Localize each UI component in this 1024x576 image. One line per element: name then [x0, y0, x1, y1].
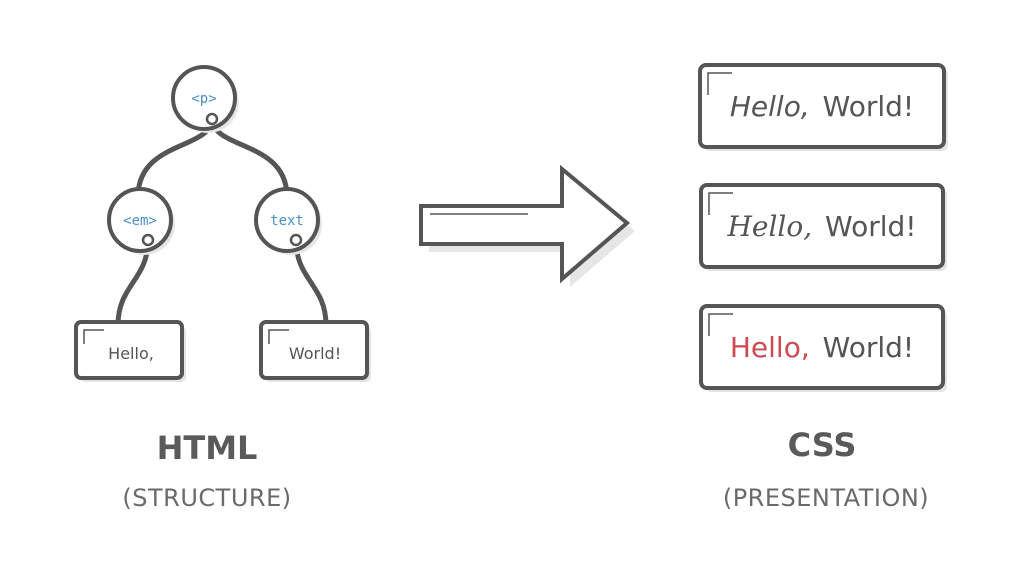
tree-node-text: text [254, 187, 322, 255]
leaf-box-world: World! [259, 320, 371, 382]
tree-node-p: <p> [171, 65, 239, 133]
leaf-text-world: World! [289, 344, 341, 363]
svg-text:Hello, World!: Hello, World! [726, 210, 916, 243]
css-script-second: World! [825, 210, 916, 243]
css-script-first: Hello, [726, 210, 812, 243]
html-title: HTML [157, 429, 258, 467]
leaf-text-hello: Hello, [108, 344, 154, 363]
right-arrow-icon [419, 164, 635, 287]
css-subtitle: (PRESENTATION) [723, 484, 929, 512]
html-subtitle: (STRUCTURE) [122, 484, 291, 512]
html-tree: <p> <em> text Hello, [74, 65, 371, 382]
port-dot [289, 233, 303, 247]
css-example-red: Hello, World! [699, 304, 947, 392]
css-example-script: Hello, World! [699, 183, 947, 271]
port-dot [141, 233, 155, 247]
node-label-em: <em> [123, 213, 157, 229]
port-dot [205, 112, 219, 126]
css-red-first: Hello, [730, 331, 810, 364]
svg-text:Hello, World!: Hello, World! [730, 90, 914, 123]
css-title: CSS [788, 426, 857, 464]
tree-node-em: <em> [107, 187, 175, 255]
node-label-p: <p> [191, 91, 216, 107]
leaf-box-hello: Hello, [74, 320, 186, 382]
css-italic-second: World! [823, 90, 914, 123]
css-example-italic: Hello, World! [698, 63, 948, 151]
css-italic-first: Hello, [730, 90, 810, 123]
css-red-second: World! [823, 331, 914, 364]
svg-text:Hello, World!: Hello, World! [730, 331, 914, 364]
edge-root-to-text [209, 115, 290, 198]
node-label-text: text [270, 213, 304, 229]
